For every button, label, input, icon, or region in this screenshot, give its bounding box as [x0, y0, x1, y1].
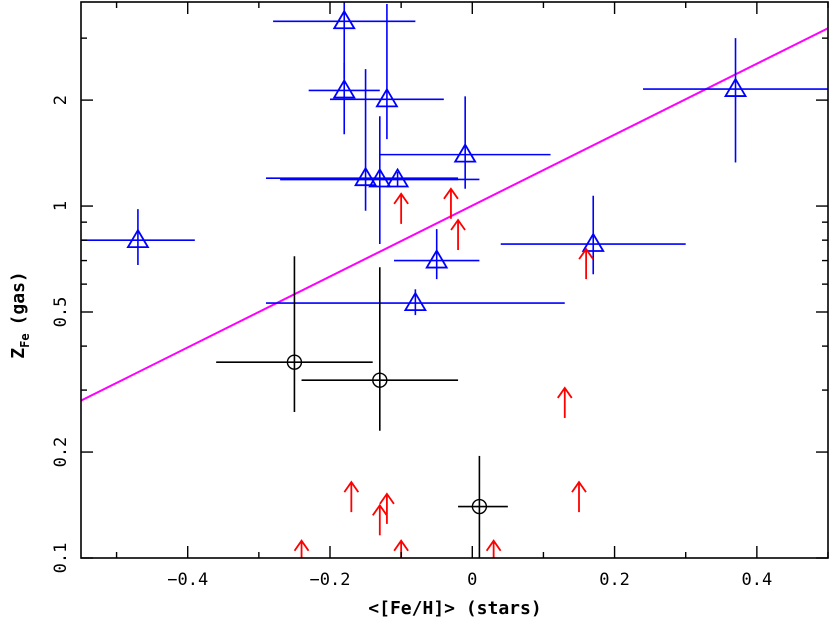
lower-limit-arrow: [293, 539, 310, 558]
lower-limit-arrow: [393, 192, 409, 224]
triangle-marker: [332, 78, 356, 99]
lower-limit-arrow: [450, 218, 466, 251]
y-axis-label: ZFe (gas): [8, 271, 32, 358]
triangle-point: [394, 229, 480, 280]
lower-limit-arrow: [443, 187, 459, 219]
y-tick-label: 0.1: [51, 543, 71, 574]
triangle-point: [265, 69, 459, 211]
triangle-point: [265, 289, 565, 316]
lower-limit-head: [393, 192, 409, 205]
lower-limit-head: [379, 492, 395, 505]
triangle-point: [330, 4, 444, 140]
triangle-marker: [375, 87, 399, 108]
x-tick-label: 0.2: [599, 570, 630, 590]
triangle-marker: [368, 167, 392, 188]
circle-point: [216, 256, 373, 412]
fit-line: [81, 27, 828, 402]
triangle-marker: [353, 166, 378, 187]
lower-limit-arrow: [578, 247, 594, 280]
circle-point: [458, 455, 508, 558]
y-tick-label: 0.2: [51, 437, 71, 468]
x-tick-label: −0.2: [310, 570, 351, 590]
triangle-marker: [386, 167, 410, 188]
circle-point: [301, 267, 459, 431]
triangle-marker: [126, 228, 150, 249]
triangle-marker: [332, 9, 356, 30]
lower-limit-head: [393, 539, 409, 552]
y-axis-label-main: Z: [8, 348, 29, 359]
x-tick-label: 0.4: [741, 570, 772, 590]
x-tick-label: 0: [467, 570, 477, 590]
lower-limit-arrow: [485, 539, 502, 558]
lower-limit-arrow: [343, 480, 360, 513]
y-axis-label-suffix: (gas): [8, 271, 29, 325]
lower-limit-head: [343, 480, 360, 493]
data-marks: [81, 2, 828, 558]
y-tick-label: 1: [51, 201, 71, 211]
lower-limit-head: [578, 247, 594, 260]
lower-limit-head: [557, 386, 573, 399]
circle-marker: [372, 372, 388, 388]
triangle-marker: [425, 248, 449, 269]
plot-frame: [80, 1, 829, 559]
x-axis-label: <[Fe/H]> (stars): [368, 598, 541, 619]
y-tick-label: 0.5: [51, 297, 71, 328]
triangle-marker: [723, 77, 748, 97]
lower-limit-head: [293, 539, 310, 552]
triangle-point: [379, 96, 551, 189]
triangle-point: [643, 38, 828, 163]
triangle-point: [500, 195, 686, 275]
lower-limit-head: [450, 218, 466, 231]
lower-limit-arrow: [372, 503, 388, 536]
lower-limit-arrow: [571, 480, 587, 513]
y-axis-label-subscript: Fe: [18, 333, 32, 347]
x-tick-label: −0.4: [167, 570, 208, 590]
circle-marker: [471, 498, 488, 515]
circle-marker: [286, 354, 303, 370]
lower-limit-arrow: [379, 492, 395, 524]
triangle-point: [280, 167, 459, 188]
lower-limit-head: [571, 480, 587, 493]
y-tick-label: 2: [51, 95, 71, 105]
axes: −0.4 −0.2 0 0.2 0.4 0.1 0.2 0.5 1 2: [51, 1, 829, 590]
lower-limit-arrow: [557, 386, 573, 418]
lower-limit-head: [443, 187, 459, 200]
plot-inner: [81, 2, 828, 558]
triangle-point: [81, 209, 195, 266]
triangle-marker: [453, 142, 477, 163]
triangle-marker: [403, 291, 427, 311]
lower-limit-head: [485, 539, 502, 552]
triangle-marker: [581, 232, 605, 252]
lower-limit-head: [372, 503, 388, 516]
